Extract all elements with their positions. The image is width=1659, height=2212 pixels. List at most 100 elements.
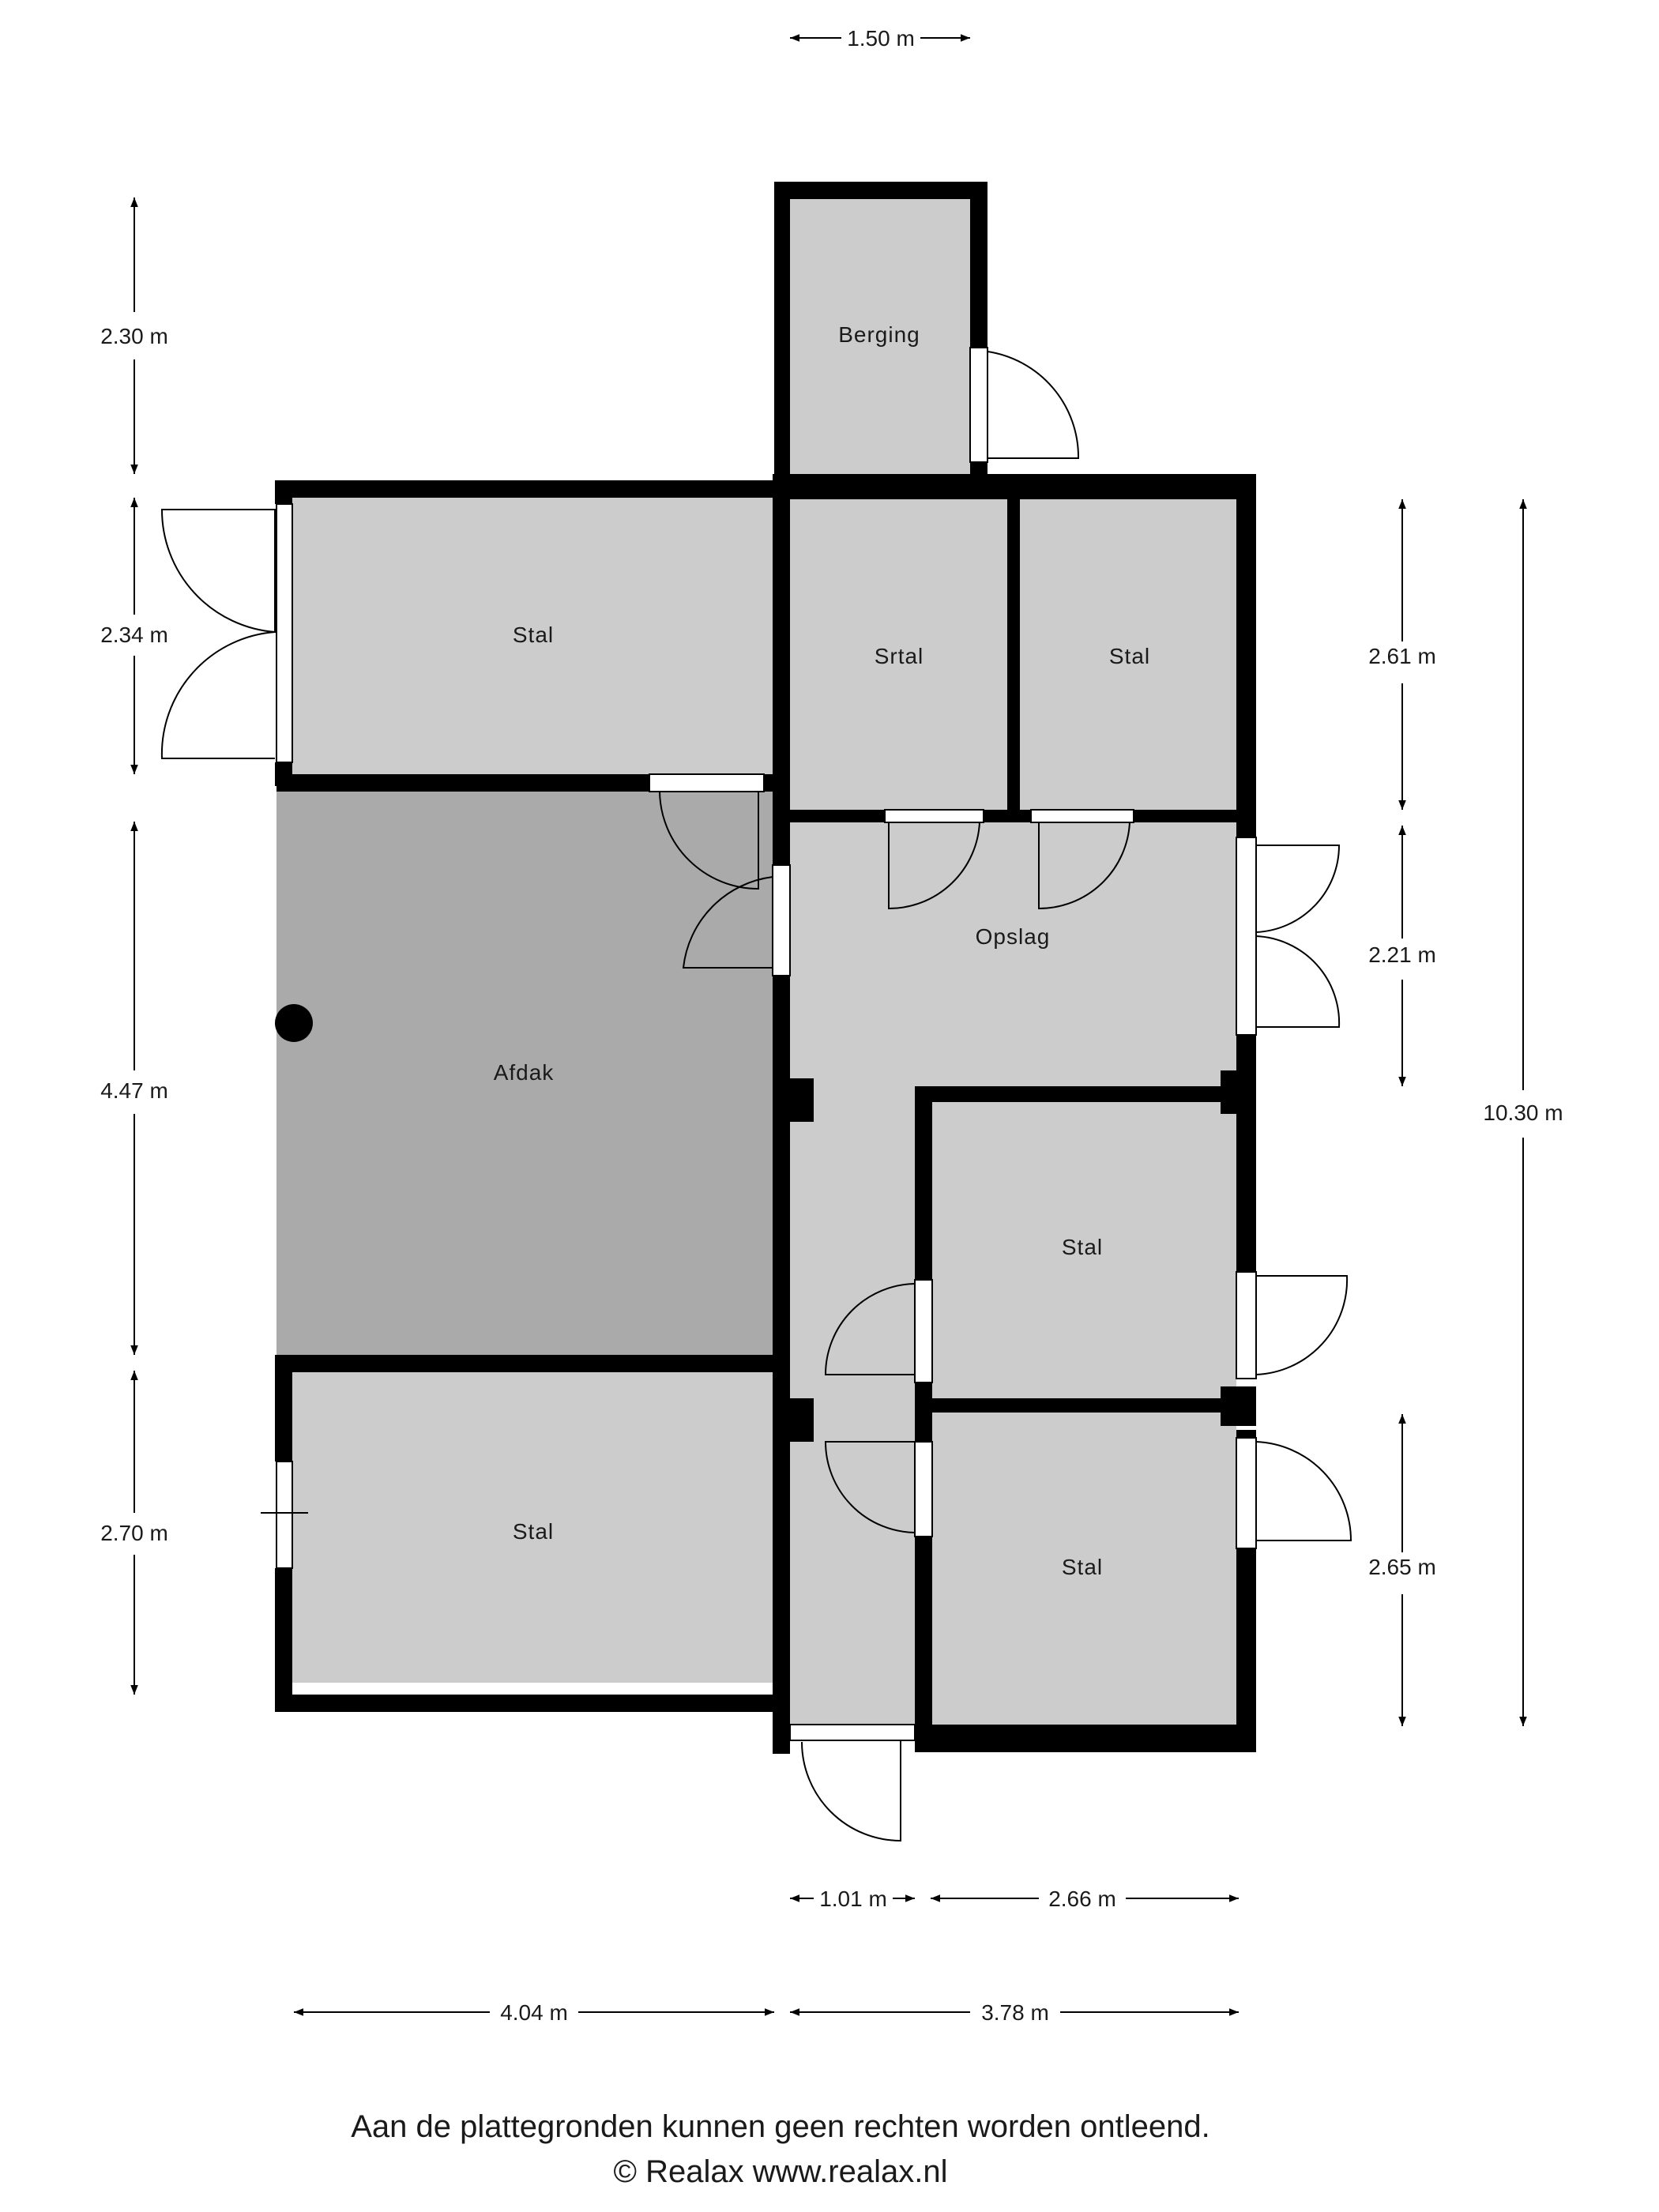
door-frame (649, 773, 765, 792)
door-stal-mid-right[interactable] (1255, 1275, 1349, 1375)
door-berging[interactable] (987, 351, 1080, 459)
room-label-stal-right-top: Stal (1109, 644, 1150, 668)
svg-text:2.61 m: 2.61 m (1368, 644, 1436, 668)
dimension-right-2: 2.21 m (1368, 826, 1436, 1086)
wall (275, 1695, 774, 1712)
dimension-top-width: 1.50 m (790, 26, 970, 51)
floor-stal-mid-right (932, 1102, 1236, 1398)
room-label-afdak: Afdak (494, 1060, 555, 1085)
dimensions: 1.50 m 2.30 m 2.34 m 4.47 m 2.70 m 2.61 (100, 26, 1563, 2025)
room-labels: Berging Stal Srtal Stal Opslag Afdak Sta… (494, 322, 1150, 1579)
dimension-bottom-1: 1.01 m (790, 1887, 915, 1911)
floor-opslag-corridor (790, 822, 1236, 1090)
room-label-stal-mid-right: Stal (1062, 1235, 1103, 1259)
footer-disclaimer: Aan de plattegronden kunnen geen rechten… (351, 2109, 1210, 2144)
door-afdak-top[interactable] (659, 791, 759, 890)
door-stal-mid-left[interactable] (824, 1283, 916, 1375)
door-stal-top-upper[interactable] (160, 509, 276, 634)
svg-text:2.30 m: 2.30 m (100, 324, 168, 348)
wall (774, 474, 1256, 499)
wall (774, 182, 790, 498)
door-frame (1030, 809, 1134, 823)
room-label-berging: Berging (838, 322, 920, 347)
door-frame (914, 1279, 933, 1383)
svg-text:2.34 m: 2.34 m (100, 623, 168, 647)
wall (915, 1725, 1256, 1752)
wall (1007, 498, 1020, 822)
room-label-opslag: Opslag (976, 924, 1051, 949)
floor-stal-bottom-right (932, 1410, 1236, 1726)
wall (1236, 474, 1256, 837)
window-frame (276, 1461, 293, 1569)
wall (773, 1078, 814, 1122)
footer: Aan de plattegronden kunnen geen rechten… (351, 2109, 1210, 2189)
dimension-bottom-4: 3.78 m (790, 2000, 1239, 2025)
walls (275, 182, 1256, 1754)
svg-text:1.50 m: 1.50 m (847, 26, 915, 51)
svg-text:4.04 m: 4.04 m (500, 2000, 568, 2025)
post-icon (275, 1004, 313, 1042)
wall (773, 1398, 814, 1442)
wall (970, 182, 988, 348)
door-frame (1236, 1437, 1257, 1549)
door-stal-bottom-right-door[interactable] (1255, 1441, 1352, 1541)
wall (275, 1355, 292, 1462)
svg-text:4.47 m: 4.47 m (100, 1078, 168, 1103)
door-afdak-opslag[interactable] (682, 876, 773, 969)
door-srtal[interactable] (888, 822, 980, 910)
wall (915, 1086, 1256, 1102)
door-frame (914, 1441, 933, 1537)
wall (276, 480, 774, 498)
dimension-left-3: 4.47 m (100, 822, 168, 1355)
wall (1134, 810, 1256, 822)
floors (276, 198, 1236, 1726)
openings (160, 347, 1352, 1842)
svg-text:2.70 m: 2.70 m (100, 1521, 168, 1545)
wall (1221, 1386, 1256, 1426)
door-frame (276, 503, 293, 763)
wall (773, 474, 790, 865)
floor-stal-right-top (1019, 498, 1236, 810)
dimension-bottom-2: 2.66 m (931, 1887, 1239, 1911)
wall (1221, 1070, 1256, 1114)
svg-text:3.78 m: 3.78 m (981, 2000, 1049, 2025)
wall (915, 1382, 932, 1450)
door-stal-bottom-left-door[interactable] (824, 1441, 916, 1533)
door-stal-top-lower[interactable] (160, 631, 276, 759)
wall (790, 810, 885, 822)
door-frame (1236, 1271, 1257, 1379)
door-frame (884, 809, 984, 823)
door-stal-right-top[interactable] (1038, 822, 1130, 910)
wall (915, 1537, 932, 1726)
door-frame (789, 1724, 916, 1741)
door-frame (969, 347, 988, 463)
floor-afdak (276, 786, 774, 1355)
room-label-stal-bottom-right: Stal (1062, 1555, 1103, 1579)
dimension-right-total: 10.30 m (1483, 499, 1563, 1726)
door-opslag-lower[interactable] (1255, 935, 1341, 1028)
svg-text:2.21 m: 2.21 m (1368, 942, 1436, 967)
wall (773, 976, 790, 1754)
wall (774, 182, 988, 199)
door-corridor-bottom[interactable] (801, 1740, 901, 1842)
door-frame (1236, 837, 1257, 1036)
wall (984, 810, 1031, 822)
svg-text:1.01 m: 1.01 m (819, 1887, 887, 1911)
dimension-right-3: 2.65 m (1368, 1414, 1436, 1726)
floor-stal-top (292, 498, 774, 774)
wall (915, 1398, 1256, 1413)
room-label-srtal: Srtal (875, 644, 924, 668)
dimension-left-4: 2.70 m (100, 1371, 168, 1695)
room-label-stal-top: Stal (513, 623, 554, 647)
dimension-left-1: 2.30 m (100, 198, 168, 474)
wall (276, 774, 649, 792)
floor-stal-bottom-left (292, 1371, 774, 1683)
dimension-left-2: 2.34 m (100, 498, 168, 774)
wall (275, 1568, 292, 1710)
footer-copyright[interactable]: © Realax www.realax.nl (614, 2154, 948, 2189)
floor-berging (790, 198, 984, 474)
wall (275, 480, 292, 504)
door-opslag-upper[interactable] (1255, 845, 1341, 933)
svg-text:2.66 m: 2.66 m (1048, 1887, 1116, 1911)
